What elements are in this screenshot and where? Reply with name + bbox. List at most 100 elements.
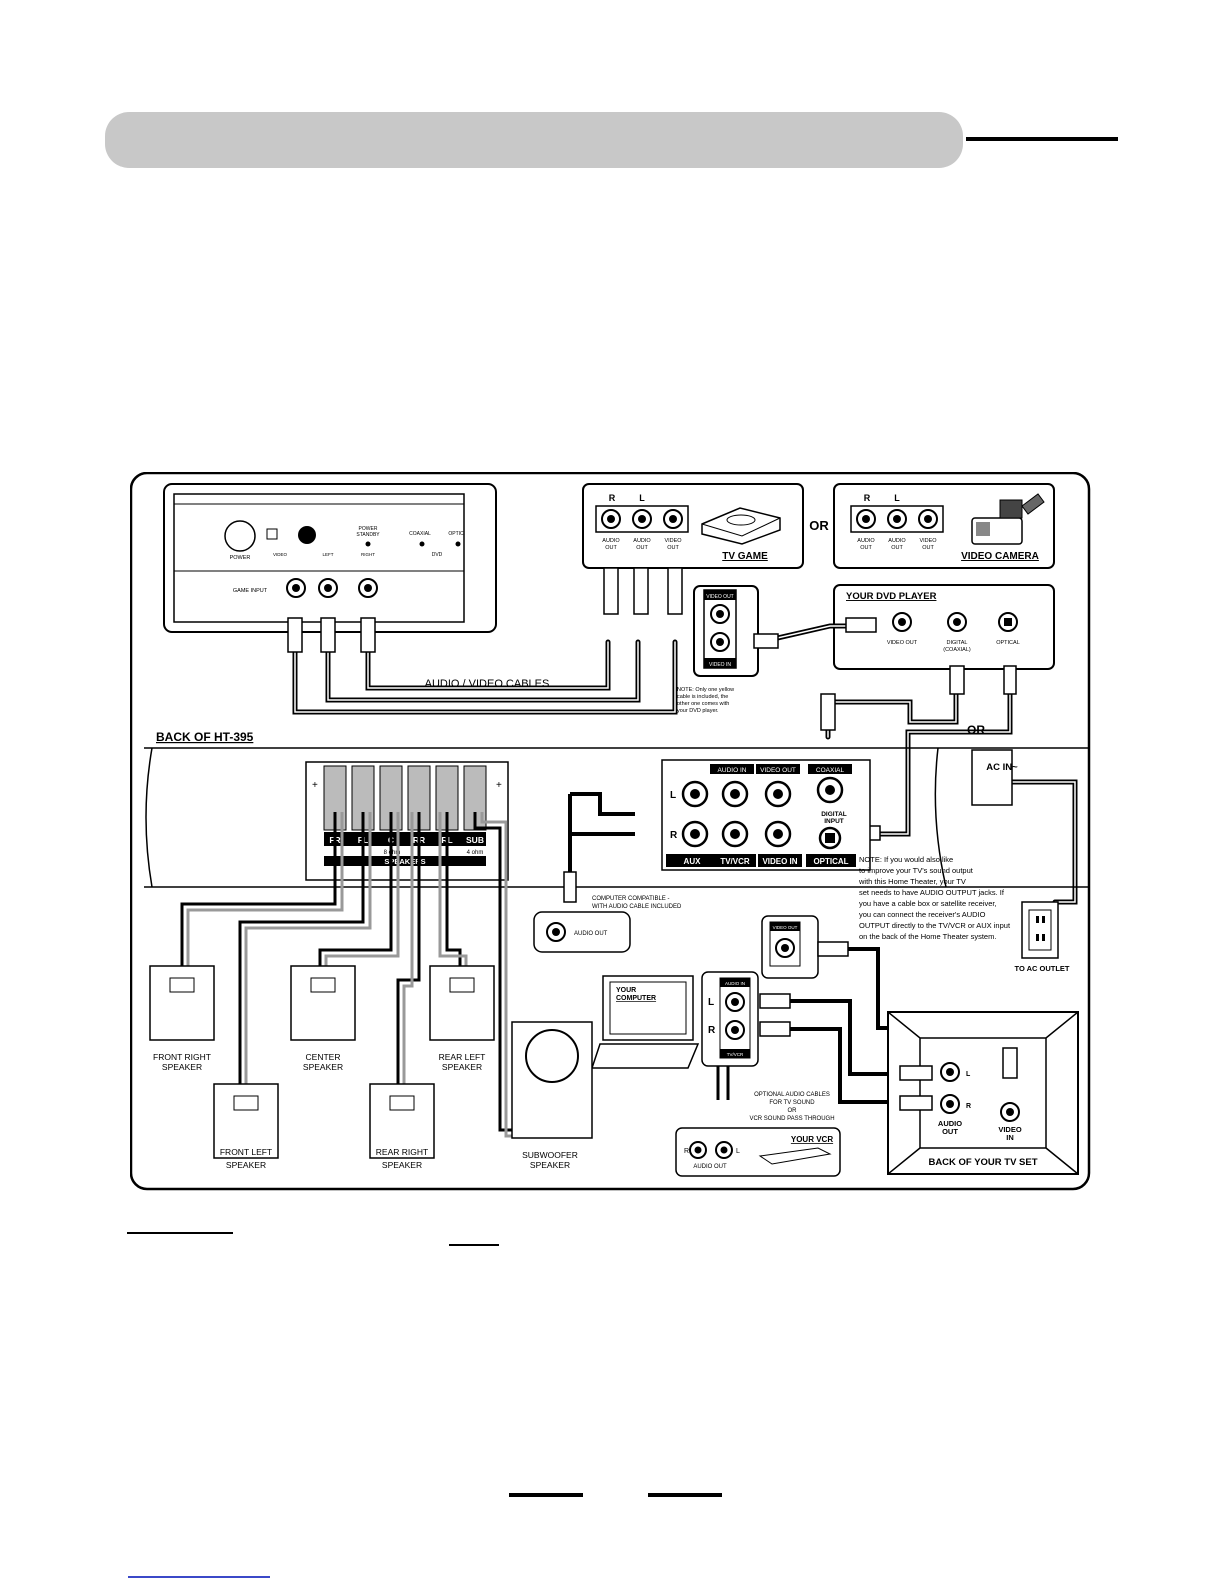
speaker-front-left: FRONT LEFT SPEAKER (213, 1083, 279, 1170)
svg-text:AUDIO: AUDIO (938, 1119, 962, 1128)
svg-text:DIGITAL: DIGITAL (947, 640, 968, 646)
av-cables (292, 623, 1078, 905)
svg-text:OUT: OUT (605, 545, 617, 551)
svg-text:OUT: OUT (942, 1127, 958, 1136)
svg-text:R: R (864, 493, 871, 503)
svg-text:FRONT LEFT: FRONT LEFT (220, 1147, 272, 1157)
svg-text:WITH AUDIO CABLE INCLUDED: WITH AUDIO CABLE INCLUDED (592, 904, 682, 910)
svg-text:CENTER: CENTER (306, 1052, 341, 1062)
underline-2 (449, 1244, 499, 1246)
svg-text:to improve your TV's sound out: to improve your TV's sound output (859, 866, 974, 875)
svg-text:LEFT: LEFT (322, 552, 333, 557)
svg-text:COMPUTER COMPATIBLE -: COMPUTER COMPATIBLE - (592, 896, 669, 902)
back-of-tv-label: BACK OF YOUR TV SET (928, 1157, 1037, 1168)
svg-text:IN: IN (1006, 1133, 1014, 1142)
section-title-bar (105, 112, 963, 168)
svg-text:POWER: POWER (359, 526, 378, 532)
game-console-icon (701, 507, 781, 545)
svg-text:you have a cable box or satell: you have a cable box or satellite receiv… (859, 899, 997, 908)
av-cables-label: AUDIO / VIDEO CABLES (425, 678, 550, 690)
svg-text:SPEAKER: SPEAKER (162, 1062, 202, 1072)
svg-text:COAXIAL: COAXIAL (816, 767, 845, 774)
svg-text:DIGITAL: DIGITAL (821, 811, 847, 818)
your-vcr-label: YOUR VCR (791, 1135, 833, 1144)
svg-text:OUT: OUT (860, 545, 872, 551)
svg-text:L: L (966, 1071, 971, 1078)
svg-text:L: L (708, 997, 714, 1008)
svg-text:OUTPUT directly to the TV/VCR: OUTPUT directly to the TV/VCR or AUX inp… (859, 921, 1011, 930)
speaker-wires (180, 812, 550, 1138)
footer-rule-right (648, 1493, 722, 1497)
svg-text:other one comes with: other one comes with (677, 701, 729, 707)
computer-icon: YOUR COMPUTER (590, 975, 700, 1069)
camcorder-icon (971, 493, 1045, 545)
video-camera-box: R L AUDIO OUT AUDIO OUT VIDEO OUT VIDEO … (833, 483, 1055, 569)
svg-text:on the back of the Home Theate: on the back of the Home Theater system. (859, 932, 996, 941)
video-jack-callout: VIDEO OUT VIDEO IN (693, 585, 759, 677)
tv-game-box: R L AUDIO OUT AUDIO OUT VIDEO OUT TV GAM… (582, 483, 804, 569)
svg-text:with this Home Theater, your T: with this Home Theater, your TV (858, 877, 966, 886)
ac-in-label: AC IN~ (986, 762, 1018, 773)
svg-text:REAR RIGHT: REAR RIGHT (376, 1147, 428, 1157)
svg-text:AUDIO OUT: AUDIO OUT (693, 1164, 727, 1170)
connection-diagram-svg: POWER POWER STANDBY COAXIAL OPTIC DVD VI… (130, 472, 1091, 1191)
svg-text:4 ohm: 4 ohm (467, 850, 484, 856)
svg-text:OPTIONAL AUDIO CABLES: OPTIONAL AUDIO CABLES (754, 1092, 830, 1098)
svg-text:AUX: AUX (684, 857, 702, 866)
svg-text:L: L (894, 493, 900, 503)
svg-text:AUDIO: AUDIO (888, 538, 906, 544)
svg-text:OUT: OUT (922, 545, 934, 551)
svg-text:OUT: OUT (891, 545, 903, 551)
audio-in-callout: AUDIO IN L R TV/VCR (701, 971, 900, 1104)
speakers-label: SPEAKERS (384, 857, 425, 866)
ac-outlet: TO AC OUTLET (1015, 901, 1070, 973)
svg-text:VIDEO: VIDEO (664, 538, 682, 544)
svg-text:VIDEO OUT: VIDEO OUT (773, 925, 798, 930)
svg-text:OR: OR (788, 1108, 798, 1114)
video-out-callout: VIDEO OUT (761, 915, 1012, 1062)
dvd-player-label: YOUR DVD PLAYER (846, 591, 937, 602)
svg-text:STANDBY: STANDBY (356, 532, 380, 538)
svg-text:VIDEO OUT: VIDEO OUT (706, 594, 734, 600)
svg-text:OR: OR (967, 723, 985, 737)
svg-text:AUDIO: AUDIO (602, 538, 620, 544)
footer-rule-left (509, 1493, 583, 1497)
svg-text:SPEAKER: SPEAKER (303, 1062, 343, 1072)
svg-text:OUT: OUT (636, 545, 648, 551)
tv-game-label: TV GAME (722, 551, 768, 562)
svg-text:COMPUTER: COMPUTER (616, 995, 656, 1002)
svg-text:(COAXIAL): (COAXIAL) (943, 647, 971, 653)
svg-text:R: R (966, 1103, 971, 1110)
svg-text:SPEAKER: SPEAKER (382, 1160, 422, 1170)
svg-text:+: + (312, 780, 318, 791)
svg-text:OPTICAL: OPTICAL (996, 640, 1020, 646)
terminal-label-sub: SUB (466, 835, 484, 845)
input-jack-panel: AUDIO IN VIDEO OUT COAXIAL L R DIGITAL I… (661, 759, 871, 871)
back-of-unit-label: BACK OF HT-395 (156, 730, 254, 744)
speaker-rear-right: REAR RIGHT SPEAKER (369, 1083, 435, 1170)
video-camera-label: VIDEO CAMERA (961, 551, 1039, 562)
svg-text:TV/VCR: TV/VCR (727, 1052, 744, 1057)
svg-text:your DVD player.: your DVD player. (677, 708, 719, 714)
svg-text:R: R (708, 1025, 716, 1036)
svg-text:+: + (496, 780, 502, 791)
svg-text:INPUT: INPUT (824, 818, 844, 825)
or-label: OR (809, 518, 829, 533)
svg-text:OPTIC: OPTIC (448, 531, 464, 537)
optional-cables-note: OPTIONAL AUDIO CABLES FOR TV SOUND OR VC… (749, 1092, 834, 1122)
svg-text:OPTICAL: OPTICAL (813, 857, 848, 866)
svg-text:AUDIO IN: AUDIO IN (718, 767, 747, 774)
svg-text:AUDIO: AUDIO (633, 538, 651, 544)
svg-text:FRONT RIGHT: FRONT RIGHT (153, 1052, 211, 1062)
svg-text:VCR SOUND PASS THROUGH: VCR SOUND PASS THROUGH (749, 1116, 834, 1122)
svg-text:L: L (670, 790, 676, 801)
svg-text:TV/VCR: TV/VCR (720, 857, 750, 866)
unit-front-panel: POWER POWER STANDBY COAXIAL OPTIC DVD VI… (163, 483, 497, 633)
svg-text:you can connect the receiver's: you can connect the receiver's AUDIO (859, 910, 986, 919)
speaker-center: CENTER SPEAKER (290, 965, 356, 1072)
svg-text:RIGHT: RIGHT (361, 552, 375, 557)
svg-text:VIDEO: VIDEO (998, 1125, 1022, 1134)
svg-text:R: R (670, 830, 678, 841)
game-input-label: GAME INPUT (233, 588, 268, 594)
to-ac-outlet-label: TO AC OUTLET (1015, 964, 1070, 973)
